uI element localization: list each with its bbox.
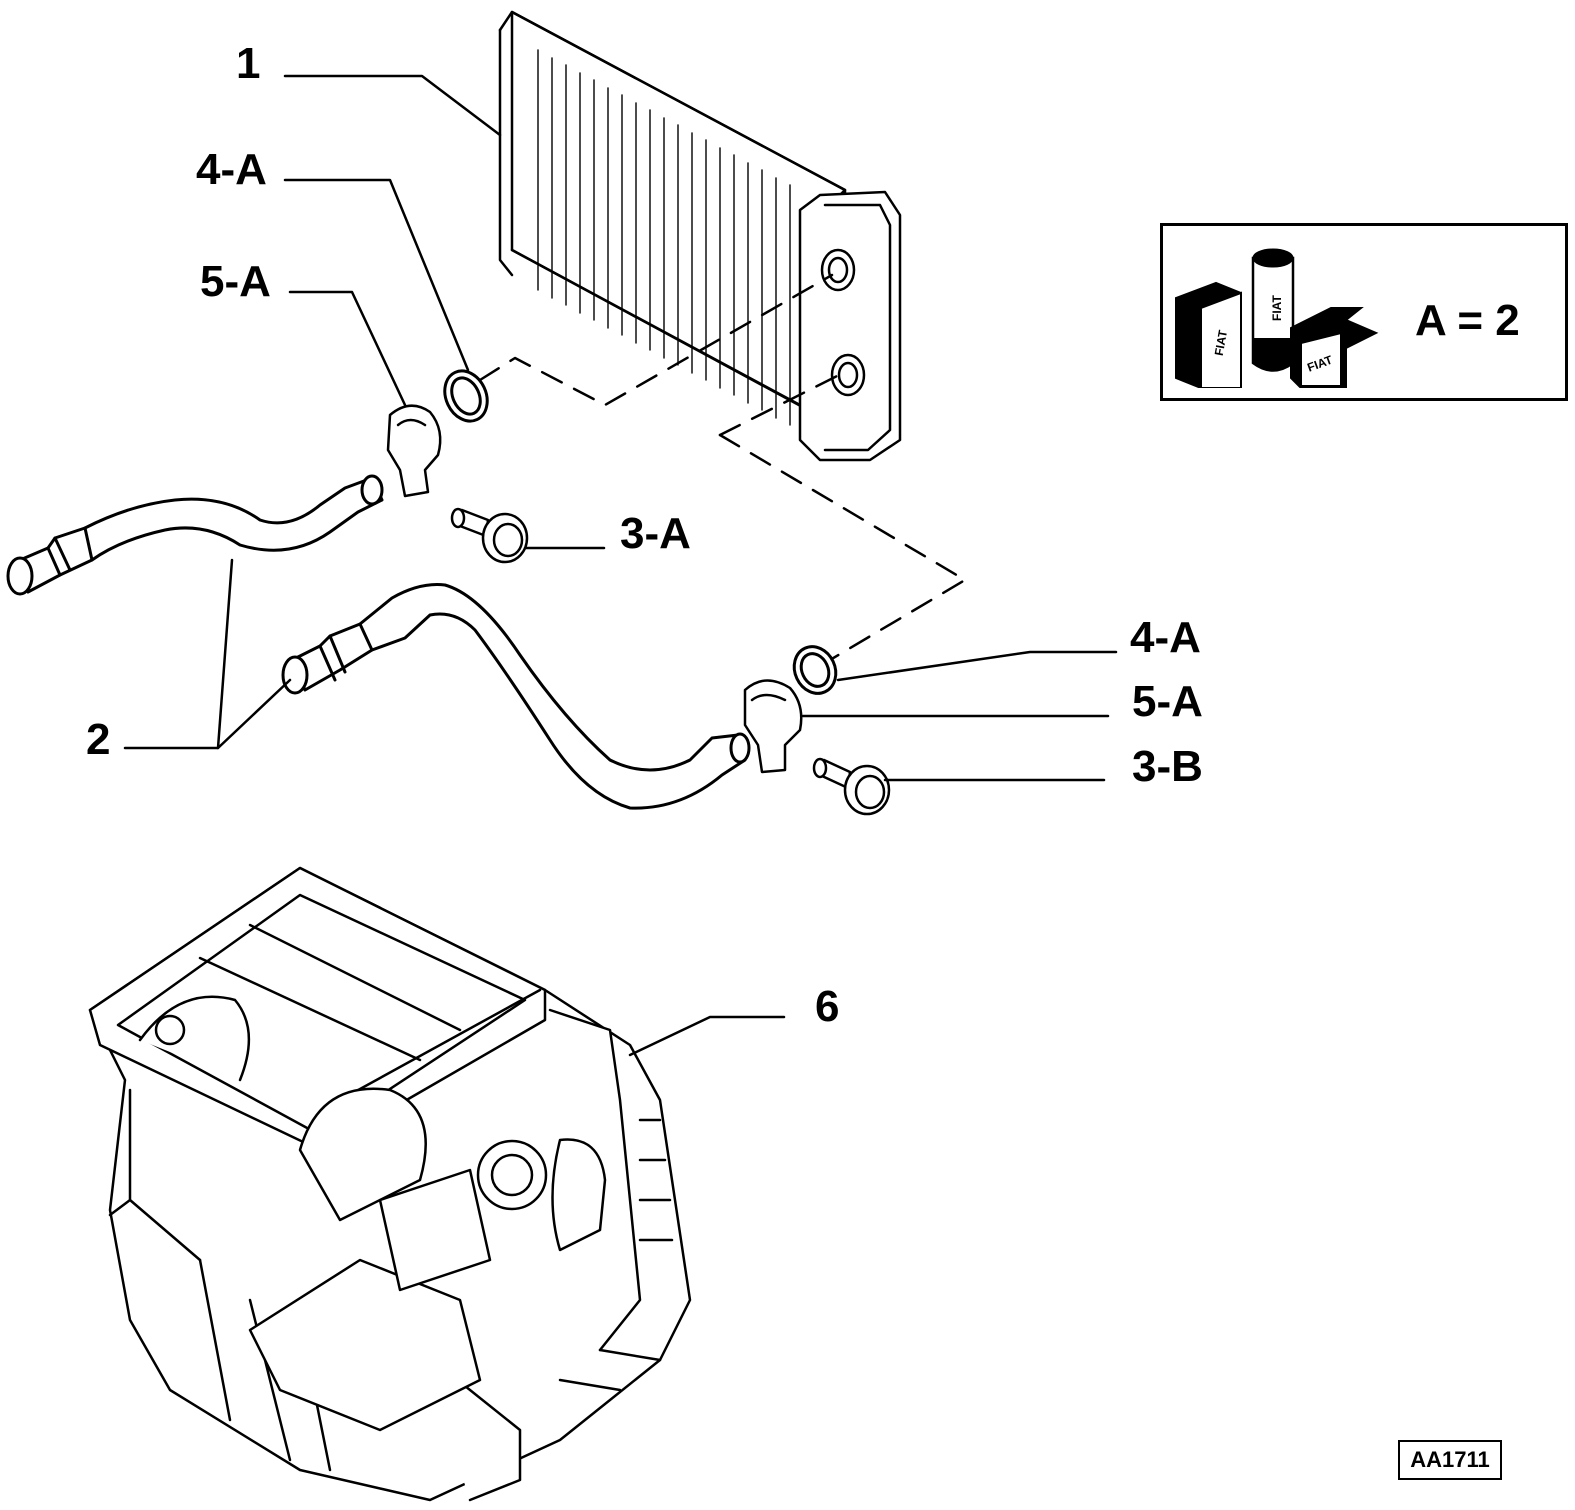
brand-mark-2: FIAT — [1270, 295, 1284, 321]
fiat-parts-kit-icon: FIAT FIAT FIAT — [1175, 248, 1379, 388]
quantity-legend: FIAT FIAT FIAT A = 2 — [1160, 223, 1568, 401]
callout-part-3a: 3-A — [620, 509, 691, 558]
legend-quantity-text: A = 2 — [1415, 296, 1520, 345]
drawing-reference-code: AA1711 — [1398, 1440, 1502, 1480]
brand-mark-1: FIAT — [1212, 328, 1230, 356]
callout-part-1: 1 — [236, 39, 261, 88]
o-ring-seal — [443, 369, 838, 695]
callout-part-3b: 3-B — [1132, 742, 1203, 791]
hose-clamp — [386, 404, 803, 774]
callout-part-2: 2 — [86, 715, 111, 764]
leader-lines — [123, 74, 1118, 1057]
callout-part-5a-bottom: 5-A — [1132, 677, 1203, 726]
screw-fastener — [450, 507, 891, 816]
heater-hose — [6, 474, 751, 810]
callout-part-4a-bottom: 4-A — [1130, 613, 1201, 662]
heater-housing-unit — [88, 866, 692, 1502]
callout-part-4a-top: 4-A — [196, 145, 267, 194]
callout-part-5a-top: 5-A — [200, 257, 271, 306]
callout-part-6: 6 — [815, 982, 840, 1031]
heater-radiator — [498, 10, 902, 462]
assembly-guide-lines — [478, 273, 967, 662]
radiator-fins — [537, 49, 791, 426]
